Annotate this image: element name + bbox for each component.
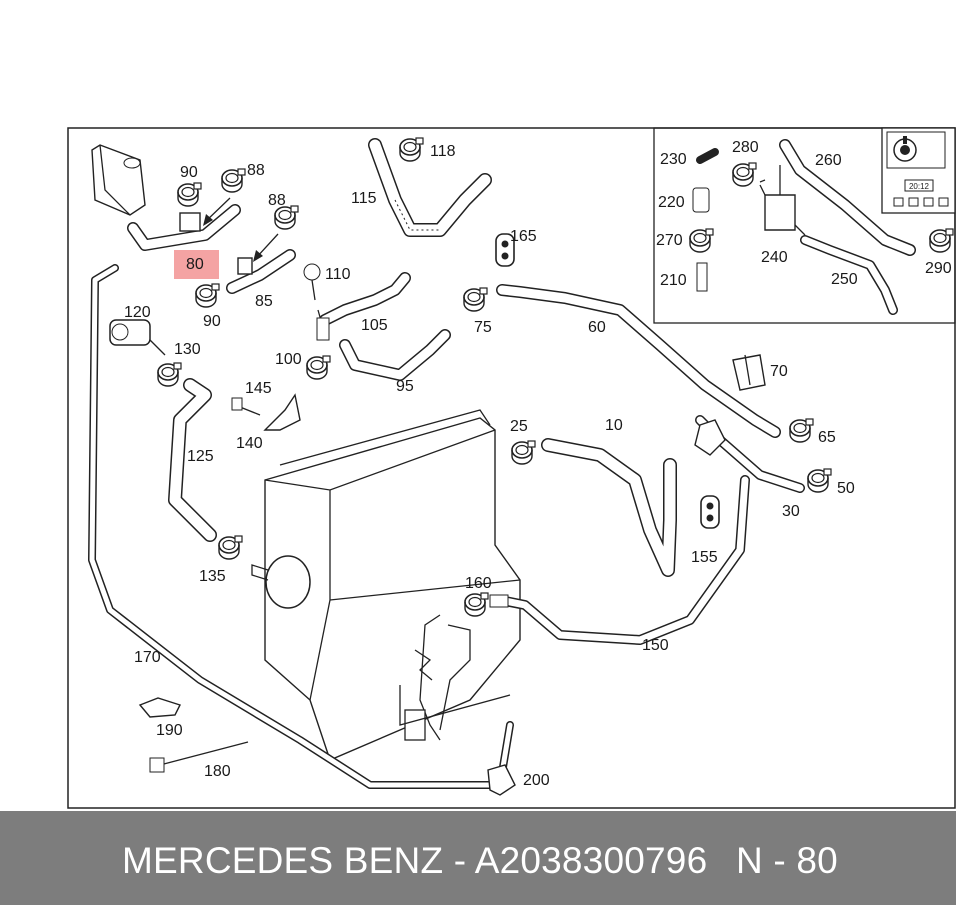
callout-60: 60 <box>588 319 606 336</box>
callout-118: 118 <box>430 143 456 160</box>
callout-165: 165 <box>510 228 537 245</box>
callout-135: 135 <box>199 568 226 585</box>
callout-240: 240 <box>761 249 788 266</box>
callout-270: 270 <box>656 232 683 249</box>
callout-100: 100 <box>275 351 302 368</box>
diagram-frame <box>67 127 956 809</box>
clip-200 <box>487 764 516 796</box>
callout-125: 125 <box>187 448 214 465</box>
hoses <box>88 138 916 789</box>
callout-110: 110 <box>325 266 351 283</box>
callout-190: 190 <box>156 722 183 739</box>
callout-250: 250 <box>831 271 858 288</box>
callout-25: 25 <box>510 418 528 435</box>
callout-88-lower: 88 <box>268 192 286 209</box>
callout-75: 75 <box>474 319 492 336</box>
inset-parts <box>692 148 806 292</box>
clip-190 <box>138 697 181 718</box>
callout-85: 85 <box>255 293 273 310</box>
callout-labels: 10 25 30 50 60 65 70 75 80 85 88 88 90 9… <box>124 139 952 789</box>
parts-diagram: 20:12 <box>67 127 956 809</box>
callout-115: 115 <box>351 190 377 207</box>
callout-50: 50 <box>837 480 855 497</box>
control-panel-icon: 20:12 <box>881 127 956 214</box>
callout-95: 95 <box>396 378 414 395</box>
callout-65: 65 <box>818 429 836 446</box>
thermostat-housing <box>179 212 253 275</box>
callout-90-lower: 90 <box>203 313 221 330</box>
callout-10: 10 <box>605 417 623 434</box>
cable-tie-180 <box>149 741 249 773</box>
callout-155: 155 <box>691 549 718 566</box>
callout-290: 290 <box>925 260 952 277</box>
callout-30: 30 <box>782 503 800 520</box>
callout-150: 150 <box>642 637 669 654</box>
control-panel-clock: 20:12 <box>909 182 930 191</box>
callout-140: 140 <box>236 435 263 452</box>
sensor-110 <box>303 263 330 341</box>
callout-210: 210 <box>660 272 687 289</box>
bracket-140 <box>263 393 301 431</box>
callout-130: 130 <box>174 341 201 358</box>
callout-105: 105 <box>361 317 388 334</box>
footer-bar: MERCEDES BENZ - A2038300796 N - 80 <box>0 811 956 905</box>
fitting-160 <box>489 594 509 608</box>
connector-0 <box>694 419 726 456</box>
bolt-145 <box>231 397 261 416</box>
auxiliary-pump <box>109 319 166 356</box>
highlight-box <box>174 250 219 279</box>
callout-80: 80 <box>186 256 204 273</box>
footer-position-code: N - 80 <box>736 840 838 881</box>
callout-180: 180 <box>204 763 231 780</box>
callout-88-upper: 88 <box>247 162 265 179</box>
pointer-arrows <box>203 197 279 262</box>
callout-200: 200 <box>523 772 550 789</box>
bracket-70 <box>732 354 766 391</box>
fuel-pipes <box>399 614 511 741</box>
callout-120: 120 <box>124 304 151 321</box>
callout-170: 170 <box>134 649 161 666</box>
inset-frame <box>653 127 956 324</box>
callout-280: 280 <box>732 139 759 156</box>
callout-260: 260 <box>815 152 842 169</box>
callout-160: 160 <box>465 575 492 592</box>
callout-230: 230 <box>660 151 687 168</box>
callout-90-upper: 90 <box>180 164 198 181</box>
callout-220: 220 <box>658 194 685 211</box>
expansion-tank <box>91 144 146 216</box>
footer-brand-part-number: MERCEDES BENZ - A2038300796 <box>122 840 708 881</box>
callout-70: 70 <box>770 363 788 380</box>
callout-145: 145 <box>245 380 272 397</box>
